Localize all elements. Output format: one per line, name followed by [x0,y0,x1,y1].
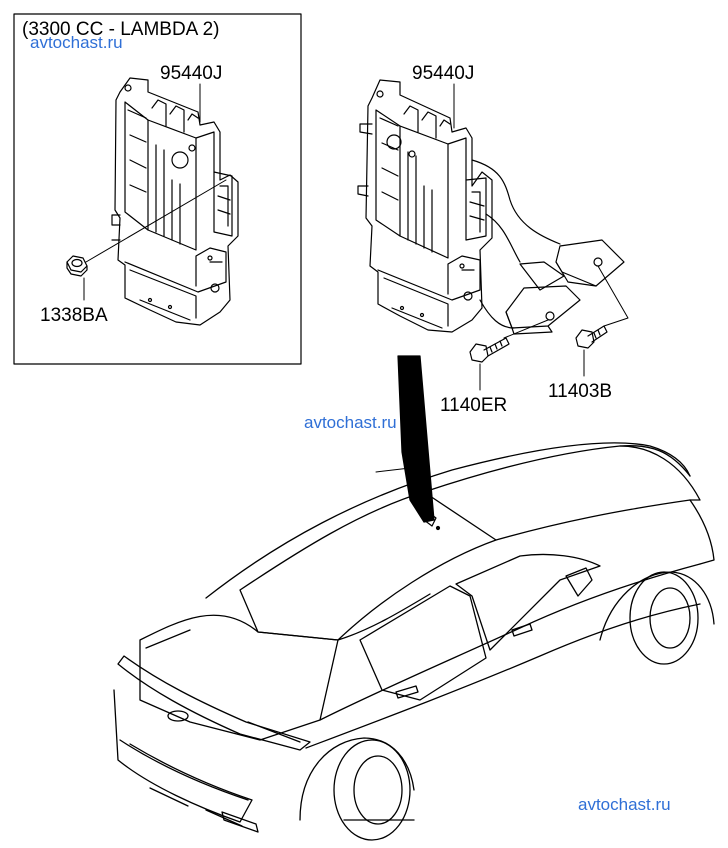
bolt-right-drawing [575,265,629,349]
part-label-ecu-inset: 95440J [160,63,223,84]
watermark-top: avtochast.ru [30,33,123,52]
bracket-drawing [505,239,625,335]
part-label-bolt-right: 11403B [548,381,613,402]
ecu-inset-drawing [111,77,239,326]
watermark-bottom: avtochast.ru [578,795,671,814]
part-label-ecu-main: 95440J [412,63,475,84]
car-drawing [113,442,715,841]
location-pointer [397,355,435,523]
bolt-left-drawing [469,319,549,363]
part-label-bolt-left: 1140ER [440,395,508,416]
ecu-wiring [471,159,561,329]
ecu-main-drawing [357,79,493,333]
inset-title: (3300 CC - LAMBDA 2) [22,19,220,40]
part-label-nut: 1338BA [40,305,108,326]
nut-drawing [66,179,227,277]
inset-frame [13,13,302,365]
watermark-middle: avtochast.ru [304,413,397,432]
leader-lines [83,83,585,391]
location-marker [423,511,437,527]
